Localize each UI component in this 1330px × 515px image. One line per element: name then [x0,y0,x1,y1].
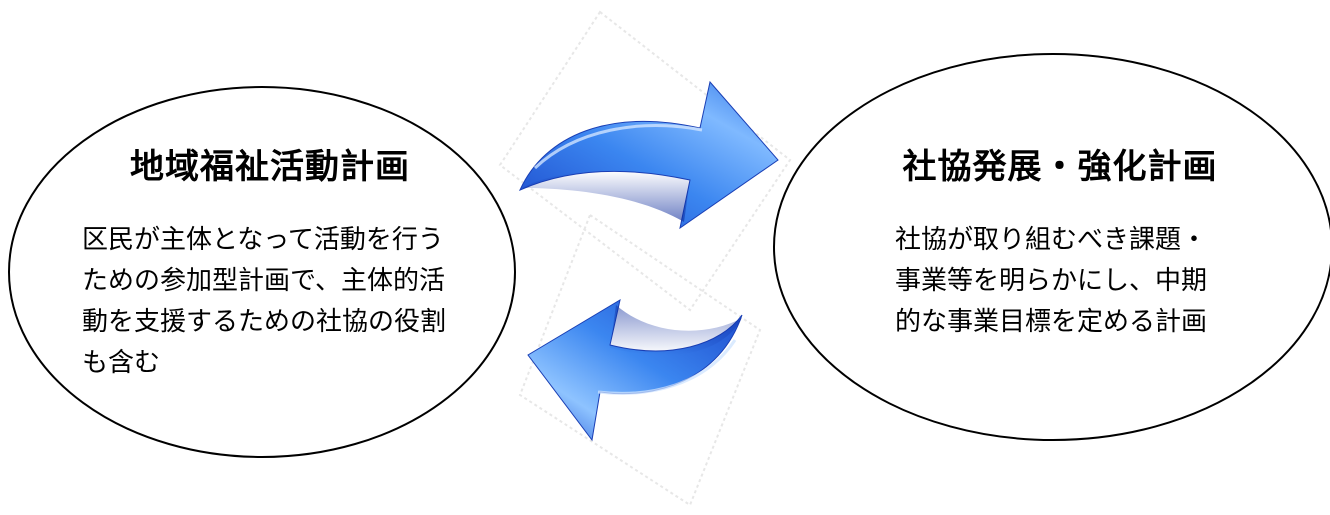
right-plan-description: 社協が取り組むべき課題・ 事業等を明らかにし、中期 的な事業目標を定める計画 [895,220,1207,343]
left-plan-description: 区民が主体となって活動を行う ための参加型計画で、主体的活 動を支援するための社… [82,220,446,384]
right-plan-line-2: 事業等を明らかにし、中期 [895,266,1208,296]
curved-arrow-right-icon [518,80,779,230]
faint-paper-bottom [518,213,762,507]
left-plan-line-3: 動を支援するための社協の役割 [82,307,447,337]
right-plan-line-3: 的な事業目標を定める計画 [895,307,1208,337]
left-plan-line-2: ための参加型計画で、主体的活 [82,266,445,296]
left-plan-line-4: も含む [82,348,161,378]
faint-paper-top [498,10,792,312]
left-plan-title: 地域福祉活動計画 [130,147,410,187]
left-plan-line-1: 区民が主体となって活動を行う [82,225,444,255]
left-plan-ellipse [8,86,516,458]
right-plan-ellipse [773,53,1330,441]
right-plan-line-1: 社協が取り組むべき課題・ [895,225,1208,255]
curved-arrow-left-icon [527,298,743,442]
right-plan-title: 社協発展・強化計画 [902,147,1218,187]
